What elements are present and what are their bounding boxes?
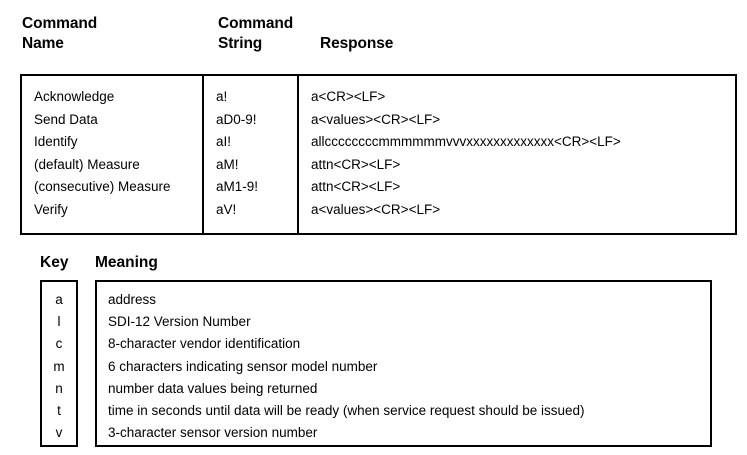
command-name-cell: Send Data	[34, 111, 98, 127]
key-cell: m	[53, 358, 65, 374]
meaning-cell: time in seconds until data will be ready…	[108, 402, 585, 418]
key-cell: a	[55, 292, 63, 307]
command-response-cell: allccccccccmmmmmmvvvxxxxxxxxxxxxx<CR><LF…	[311, 134, 621, 149]
key-cell: t	[57, 402, 61, 418]
commands-column-response: a<CR><LF> a<values><CR><LF> allccccccccmmm…	[311, 86, 621, 221]
column-header-response: Response	[320, 35, 394, 52]
command-string-cell: aM!	[216, 156, 239, 172]
column-header-meaning: Meaning	[95, 254, 158, 271]
key-cell: c	[55, 336, 63, 352]
key-cell: l	[57, 314, 61, 330]
meaning-cell: 3-character sensor version number	[108, 425, 318, 441]
column-header-key: Key	[40, 254, 69, 271]
column-divider-2	[297, 76, 299, 233]
meaning-cell: 6 characters indicating sensor model num…	[108, 358, 378, 374]
meaning-cell: SDI-12 Version Number	[108, 314, 251, 330]
command-string-cell: aI!	[216, 134, 232, 149]
commands-table-section: Command Name Command String Response Ack…	[20, 15, 737, 235]
command-response-cell: a<values><CR><LF>	[311, 111, 441, 127]
command-name-cell: (default) Measure	[34, 156, 140, 172]
command-name-cell: (consecutive) Measure	[34, 179, 171, 194]
commands-column-string: a! aD0-9! aI! aM! aM1-9! aV!	[216, 86, 258, 221]
meaning-cell: 8-character vendor identification	[108, 336, 301, 352]
command-string-cell: aD0-9!	[216, 111, 257, 127]
command-name-cell: Verify	[34, 201, 68, 217]
key-cell: v	[55, 425, 63, 441]
command-response-cell: a<CR><LF>	[311, 89, 386, 104]
column-divider-1	[202, 76, 204, 233]
key-cell: n	[55, 380, 63, 396]
command-string-cell: aV!	[216, 201, 237, 217]
command-response-cell: attn<CR><LF>	[311, 179, 401, 194]
column-header-command-string: Command String	[218, 15, 294, 52]
column-header-command-name: Command Name	[22, 15, 98, 52]
command-name-cell: Acknowledge	[34, 89, 115, 104]
command-response-cell: a<values><CR><LF>	[311, 201, 441, 217]
command-string-cell: a!	[216, 89, 228, 104]
meaning-cell: address	[108, 292, 157, 307]
command-response-cell: attn<CR><LF>	[311, 156, 401, 172]
command-name-cell: Identify	[34, 134, 78, 149]
command-string-cell: aM1-9!	[216, 179, 259, 194]
meaning-cell: number data values being returned	[108, 380, 318, 396]
